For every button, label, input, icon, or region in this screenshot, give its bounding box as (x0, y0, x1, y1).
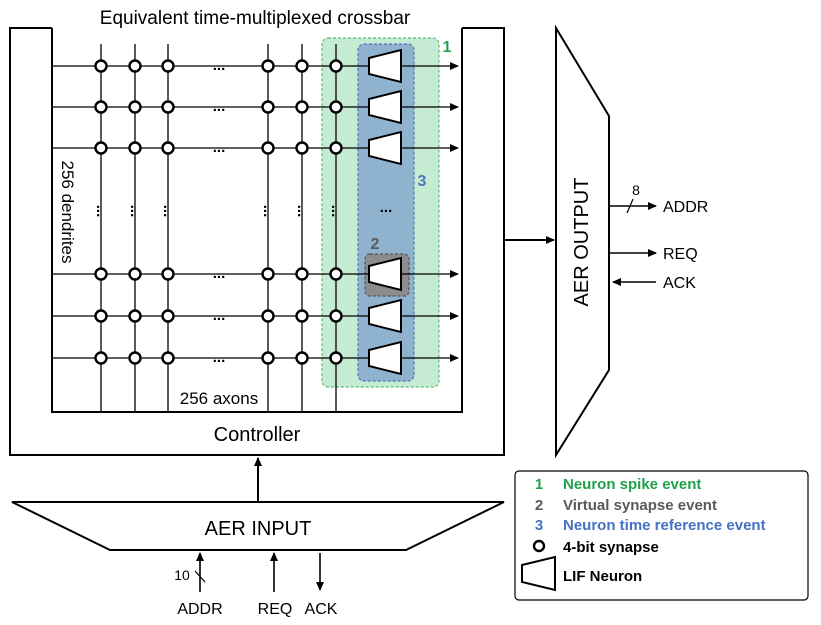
synapse-node (94, 309, 108, 323)
column-ellipsis: ... (213, 98, 226, 115)
legend-synapse-text: 4-bit synapse (563, 539, 659, 556)
synapse-node (261, 351, 275, 365)
aer-input-req-label: REQ (258, 601, 293, 618)
column-ellipsis: ... (213, 265, 226, 282)
legend-box (514, 470, 809, 601)
synapse-node (94, 59, 108, 73)
synapse-node (261, 309, 275, 323)
column-ellipsis: ... (213, 349, 226, 366)
synapse-node (128, 141, 142, 155)
lif-neuron (368, 48, 402, 84)
synapse-node (128, 59, 142, 73)
synapse-node (94, 100, 108, 114)
synapse-node (295, 59, 309, 73)
aer-input-block (11, 501, 505, 551)
aer-output-addr-width-tick (626, 198, 634, 214)
synapse-node (329, 267, 343, 281)
lif-neuron (368, 89, 402, 125)
lif-neuron (368, 130, 402, 166)
synapse-node (329, 351, 343, 365)
row-ellipsis: ... (160, 205, 177, 218)
controller-label: Controller (214, 424, 301, 446)
aer-input-label: AER INPUT (205, 518, 312, 540)
crossbar-box (51, 28, 463, 413)
aer-output-addr-width: 8 (632, 182, 640, 198)
region-marker-2: 2 (371, 236, 380, 253)
aer-input-addr-label: ADDR (177, 601, 222, 618)
legend-synapse-icon (532, 539, 546, 553)
aer-output-req-label: REQ (663, 246, 698, 263)
dendrites-label: 256 dendrites (58, 160, 77, 263)
row-ellipsis: ... (328, 205, 345, 218)
synapse-node (329, 309, 343, 323)
aer-output-label: AER OUTPUT (571, 178, 593, 307)
synapse-node (329, 59, 343, 73)
column-ellipsis: ... (213, 139, 226, 156)
lif-neuron (368, 340, 402, 376)
column-ellipsis: ... (213, 307, 226, 324)
legend-num-3: 3 (535, 517, 543, 534)
lif-neuron (368, 256, 402, 292)
synapse-node (261, 267, 275, 281)
region-marker-1: 1 (443, 39, 452, 56)
column-ellipsis: ... (213, 57, 226, 74)
axons-label: 256 axons (180, 389, 258, 408)
synapse-node (161, 141, 175, 155)
aer-output-block (555, 24, 610, 459)
region-marker-3: 3 (418, 173, 427, 190)
synapse-node (329, 100, 343, 114)
synapse-node (94, 351, 108, 365)
synapse-node (161, 351, 175, 365)
synapse-node (161, 59, 175, 73)
legend-num-1: 1 (535, 476, 543, 493)
synapse-node (295, 141, 309, 155)
synapse-node (295, 309, 309, 323)
time-reference-region (357, 43, 415, 382)
row-ellipsis: ... (294, 205, 311, 218)
synapse-node (295, 267, 309, 281)
row-ellipsis: ... (93, 205, 110, 218)
synapse-node (161, 309, 175, 323)
aer-input-ack-label: ACK (305, 601, 338, 618)
legend-num-2: 2 (535, 497, 543, 514)
synapse-node (261, 100, 275, 114)
row-ellipsis: ... (260, 205, 277, 218)
legend-virtual-synapse: Virtual synapse event (563, 497, 717, 514)
synapse-node (128, 351, 142, 365)
legend-time-reference: Neuron time reference event (563, 517, 766, 534)
synapse-node (161, 100, 175, 114)
crossbar-grid: ....................................... (52, 44, 459, 412)
synapse-node (295, 100, 309, 114)
synapse-node (128, 267, 142, 281)
synapse-node (329, 141, 343, 155)
diagram-title: Equivalent time-multiplexed crossbar (100, 8, 411, 29)
aer-input-addr-width-tick (194, 570, 206, 583)
synapse-node (261, 141, 275, 155)
synapse-node (128, 309, 142, 323)
controller-box (9, 27, 505, 456)
synapse-node (128, 100, 142, 114)
row-ellipsis: ... (127, 205, 144, 218)
neuron-ellipsis: ... (380, 199, 393, 216)
lif-neuron (368, 298, 402, 334)
synapse-node (94, 141, 108, 155)
aer-input-addr-width: 10 (174, 567, 190, 583)
legend-spike-event: Neuron spike event (563, 476, 701, 493)
synapse-node (94, 267, 108, 281)
legend-neuron-icon (521, 555, 556, 592)
aer-output-ack-label: ACK (663, 275, 696, 292)
synapse-node (295, 351, 309, 365)
aer-output-addr-label: ADDR (663, 199, 708, 216)
synapse-node (161, 267, 175, 281)
synapse-node (261, 59, 275, 73)
legend-neuron-text: LIF Neuron (563, 568, 642, 585)
